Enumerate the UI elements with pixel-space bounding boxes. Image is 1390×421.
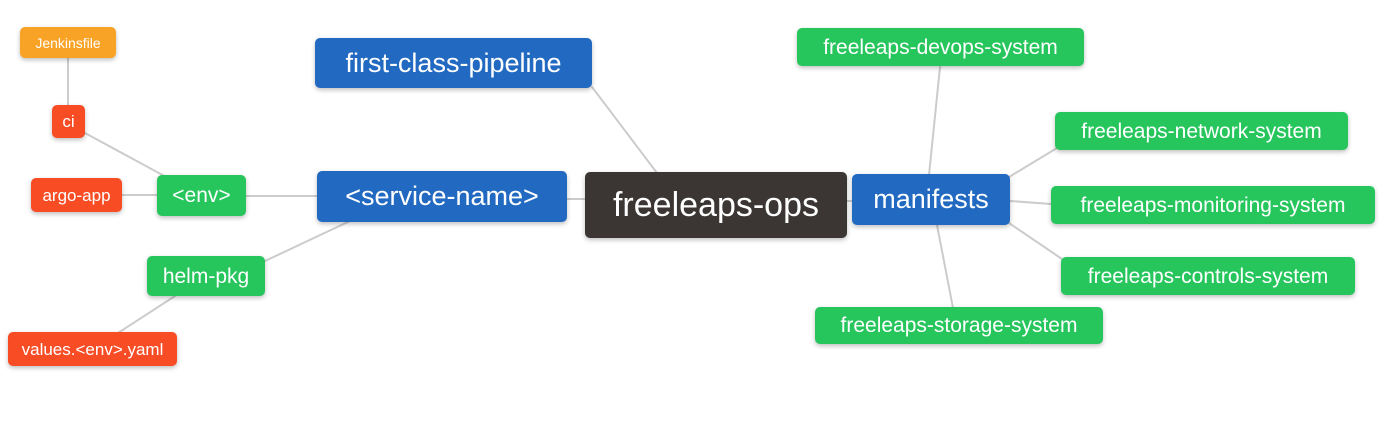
node-storage-system[interactable]: freeleaps-storage-system xyxy=(815,307,1103,344)
node-env[interactable]: <env> xyxy=(157,175,246,216)
node-helm-pkg[interactable]: helm-pkg xyxy=(147,256,265,296)
node-first-class-pipeline[interactable]: first-class-pipeline xyxy=(315,38,592,88)
node-service-name[interactable]: <service-name> xyxy=(317,171,567,222)
edge-values-helm-pkg xyxy=(117,295,176,334)
edge-fcp-root xyxy=(591,86,658,174)
node-ci[interactable]: ci xyxy=(52,105,85,138)
node-values-env-yaml[interactable]: values.<env>.yaml xyxy=(8,332,177,366)
edge-manifests-devops xyxy=(928,66,941,176)
edge-manifests-storage xyxy=(936,224,954,309)
node-monitoring-system[interactable]: freeleaps-monitoring-system xyxy=(1051,186,1375,224)
edge-manifests-network xyxy=(1008,147,1058,178)
edge-ci-env xyxy=(84,132,169,179)
node-jenkinsfile[interactable]: Jenkinsfile xyxy=(20,27,116,58)
node-freeleaps-ops-root[interactable]: freeleaps-ops xyxy=(585,172,847,238)
edge-manifests-monitoring xyxy=(1009,200,1052,205)
edge-manifests-controls xyxy=(1008,222,1063,260)
node-devops-system[interactable]: freeleaps-devops-system xyxy=(797,28,1084,66)
node-controls-system[interactable]: freeleaps-controls-system xyxy=(1061,257,1355,295)
edge-helm-pkg-service-name xyxy=(264,220,351,262)
node-argo-app[interactable]: argo-app xyxy=(31,178,122,212)
node-manifests[interactable]: manifests xyxy=(852,174,1010,225)
node-network-system[interactable]: freeleaps-network-system xyxy=(1055,112,1348,150)
